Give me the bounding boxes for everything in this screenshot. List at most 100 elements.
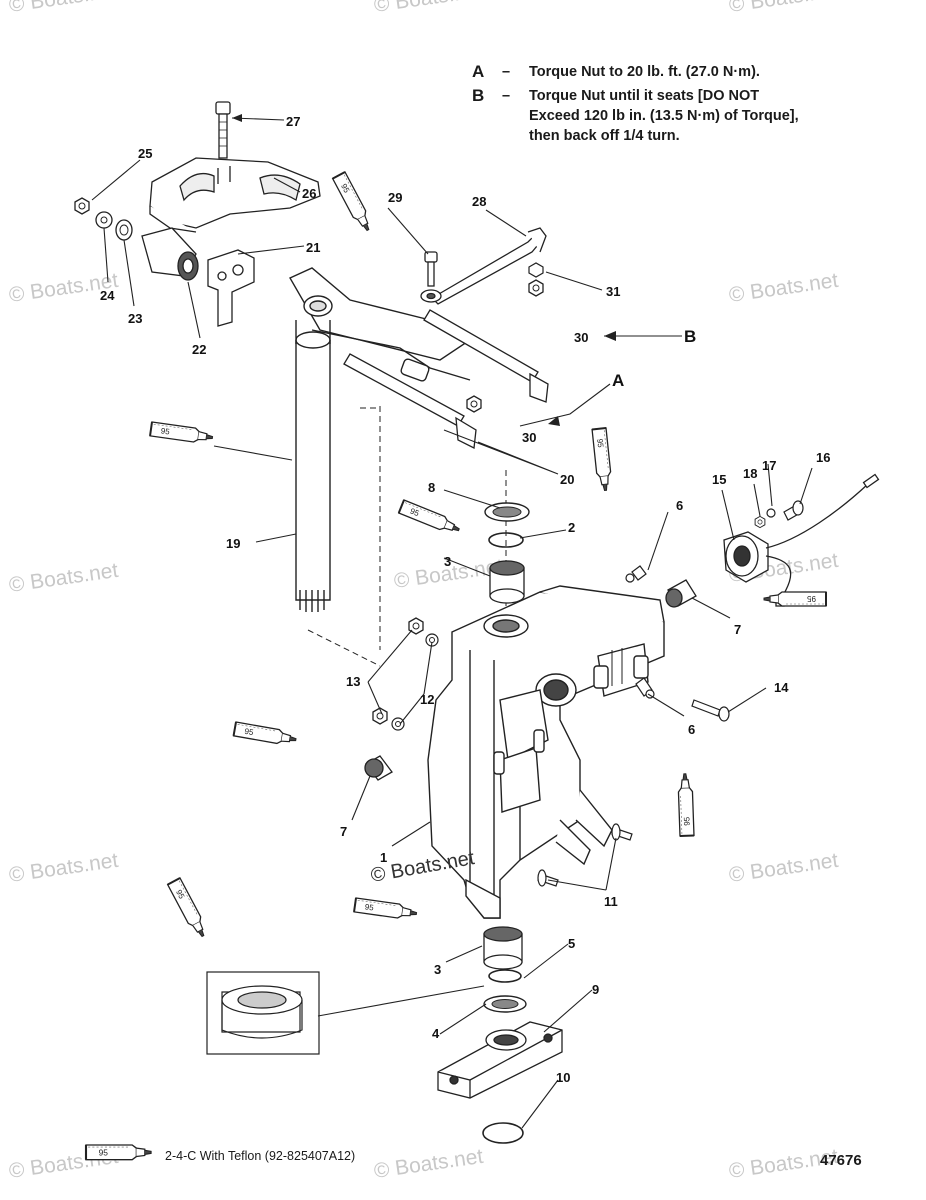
callout-23: 23	[128, 311, 142, 326]
nut-25	[74, 197, 90, 215]
sealant-tube: 95	[397, 499, 463, 538]
bolt-20	[343, 309, 549, 449]
arrowheads	[232, 114, 616, 426]
callout-letter-B: B	[684, 327, 696, 346]
callout-28: 28	[472, 194, 486, 209]
link-rod-28	[430, 227, 547, 305]
nut-31	[528, 262, 544, 278]
sealant-legend-caption: 2-4-C With Teflon (92-825407A12)	[165, 1149, 356, 1163]
torque-note-b: B – Torque Nut until it seats [DO NOT Ex…	[472, 86, 912, 146]
sealant-tube: 95	[591, 427, 614, 493]
watermark-text: © Boats.net	[727, 849, 839, 887]
watermark-text: © Boats.net	[372, 1145, 484, 1183]
sealant-tube: 95	[676, 772, 695, 837]
callout-22: 22	[192, 342, 206, 357]
washer-17	[766, 508, 776, 518]
bushing-3-lower	[483, 926, 523, 970]
nut-18	[754, 515, 766, 529]
screw-11-left	[537, 869, 559, 887]
leader-lines	[91, 117, 813, 1129]
bushing-3-upper	[489, 560, 525, 604]
callout-18: 18	[743, 466, 757, 481]
tube-label: 95	[409, 507, 421, 519]
screw-14	[691, 699, 730, 722]
sealant-tube: 95	[149, 421, 215, 446]
tube-label: 95	[682, 816, 691, 826]
tube-label: 95	[99, 1148, 109, 1158]
callout-3-lower: 3	[434, 962, 441, 977]
bolt-27	[215, 101, 231, 159]
footer-sealant-tube: 95	[84, 1143, 153, 1161]
tube-label: 95	[160, 426, 171, 436]
watermark-text: © Boats.net	[7, 849, 119, 887]
callout-2: 2	[568, 520, 575, 535]
callout-6-upper: 6	[676, 498, 683, 513]
trim-sender-15	[723, 473, 880, 607]
bushing-22	[141, 227, 199, 281]
swivel-bracket-1	[427, 585, 665, 919]
callout-15: 15	[712, 472, 726, 487]
clamp-26	[149, 157, 321, 233]
callout-12: 12	[420, 692, 434, 707]
callout-7-left: 7	[340, 824, 347, 839]
callout-27: 27	[286, 114, 300, 129]
callout-7-right: 7	[734, 622, 741, 637]
callout-26: 26	[302, 186, 316, 201]
note-line: Torque Nut to 20 lb. ft. (27.0 N·m).	[529, 64, 760, 80]
callout-21: 21	[306, 240, 320, 255]
callout-17: 17	[762, 458, 776, 473]
callout-3-upper: 3	[444, 554, 451, 569]
sealant-tube: 95	[232, 721, 299, 748]
nut-30-a	[466, 395, 482, 413]
callout-25: 25	[138, 146, 152, 161]
sealant-tube: 95	[353, 897, 419, 922]
callout-10: 10	[556, 1070, 570, 1085]
watermark-text: © Boats.net	[727, 0, 839, 17]
callout-29: 29	[388, 190, 402, 205]
note-line: Exceed 120 lb in. (13.5 N·m) of Torque],	[529, 108, 799, 124]
torque-notes: A – Torque Nut to 20 lb. ft. (27.0 N·m).…	[472, 62, 912, 150]
torque-note-a: A – Torque Nut to 20 lb. ft. (27.0 N·m).	[472, 62, 912, 82]
note-key: A	[472, 62, 485, 81]
callout-30-a: 30	[522, 430, 536, 445]
callout-31: 31	[606, 284, 620, 299]
watermarks: © Boats.net © Boats.net © Boats.net © Bo…	[7, 0, 839, 1183]
plate-21	[207, 249, 255, 327]
tube-label: 95	[595, 438, 605, 448]
sealant-tube: 95	[763, 591, 827, 607]
bushing-7-left	[364, 755, 393, 781]
callouts: 27 26 25 24 23 22 21 29 28 31 30 30 20 1…	[100, 114, 830, 1085]
callout-16: 16	[816, 450, 830, 465]
screw-11-right	[611, 823, 633, 841]
tube-label: 95	[364, 902, 375, 912]
grease-fitting-6-upper	[625, 565, 647, 583]
note-dash: –	[502, 64, 511, 80]
steering-shaft-19	[289, 267, 472, 612]
callout-19: 19	[226, 536, 240, 551]
centerline	[307, 406, 381, 667]
screw-16	[783, 500, 804, 521]
sealant-tube: 95	[331, 171, 376, 235]
note-line: then back off 1/4 turn.	[529, 128, 680, 144]
callout-letter-A: A	[612, 371, 624, 390]
teflon-ring-inset	[206, 971, 320, 1055]
washer-23	[115, 219, 133, 241]
callout-4: 4	[432, 1026, 440, 1041]
watermark-text: © Boats.net	[7, 0, 119, 17]
note-line: Torque Nut until it seats [DO NOT	[529, 88, 760, 104]
callout-24: 24	[100, 288, 115, 303]
note-dash: –	[502, 88, 511, 104]
tube-label: 95	[807, 594, 816, 603]
watermark-text: © Boats.net	[372, 0, 484, 17]
watermark-text: © Boats.net	[727, 269, 839, 307]
callout-5: 5	[568, 936, 575, 951]
note-key: B	[472, 86, 485, 105]
bushing-7-right	[665, 579, 697, 608]
callout-9: 9	[592, 982, 599, 997]
sealant-tube: 95	[166, 877, 211, 941]
washer-12-upper	[425, 633, 439, 647]
callout-14: 14	[774, 680, 789, 695]
callout-1: 1	[380, 850, 387, 865]
callout-30-b: 30	[574, 330, 588, 345]
